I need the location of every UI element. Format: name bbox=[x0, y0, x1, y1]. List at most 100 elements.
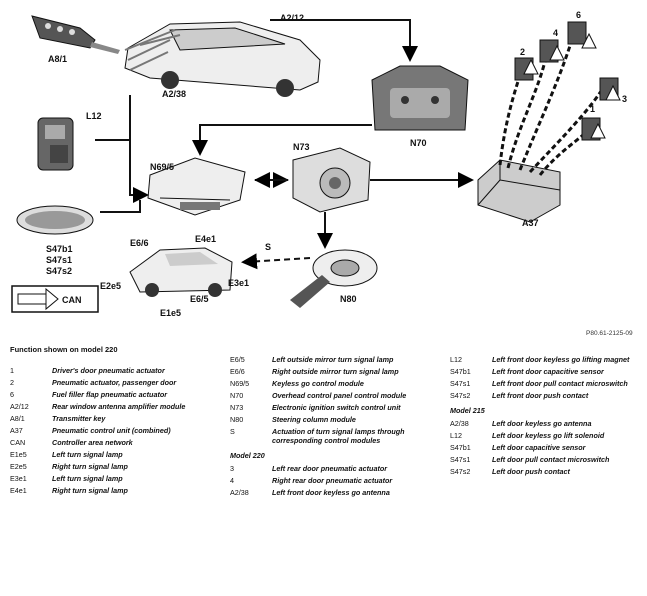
label-a37: A37 bbox=[522, 218, 539, 228]
legend-row: E6/5 Left outside mirror turn signal lamp bbox=[230, 355, 440, 364]
legend-description: Left door keyless go lift solenoid bbox=[492, 431, 605, 440]
label-4: 4 bbox=[553, 28, 558, 38]
label-a8-1: A8/1 bbox=[48, 54, 67, 64]
label-s: S bbox=[265, 242, 271, 252]
legend-row: CAN Controller area network bbox=[10, 438, 220, 447]
label-n80: N80 bbox=[340, 294, 357, 304]
can-legend-box bbox=[11, 285, 99, 313]
legend-row: A37 Pneumatic control unit (combined) bbox=[10, 426, 220, 435]
legend-code: E6/6 bbox=[230, 367, 245, 376]
legend-code: E4e1 bbox=[10, 486, 27, 495]
system-diagram: A8/1 A2/12 A2/38 L12 N69/5 N73 N70 A37 S… bbox=[11, 10, 627, 318]
label-s47s2: S47s2 bbox=[46, 266, 72, 276]
legend-description: Left outside mirror turn signal lamp bbox=[272, 355, 394, 364]
legend-description: Controller area network bbox=[52, 438, 133, 447]
legend-title: Function shown on model 220 bbox=[10, 345, 118, 354]
legend-description: Left rear door pneumatic actuator bbox=[272, 464, 388, 473]
legend-description: Right turn signal lamp bbox=[52, 486, 128, 495]
label-a2-38: A2/38 bbox=[162, 89, 186, 99]
legend-description: Driver's door pneumatic actuator bbox=[52, 366, 165, 375]
steering-column-icon bbox=[290, 249, 378, 308]
legend-row: 6 Fuel filler flap pneumatic actuator bbox=[10, 390, 220, 399]
label-n69-5: N69/5 bbox=[150, 162, 174, 172]
legend-code: E2e5 bbox=[10, 462, 27, 471]
legend-section-model-220: Model 220 bbox=[230, 451, 265, 460]
legend-description: Actuation of turn signal lamps through c… bbox=[272, 427, 405, 445]
legend-description: Left door push contact bbox=[492, 467, 570, 476]
legend-description: Rear window antenna amplifier module bbox=[52, 402, 186, 411]
signal-lines bbox=[95, 19, 474, 270]
car-icon bbox=[124, 21, 321, 97]
label-e1e5: E1e5 bbox=[160, 308, 181, 318]
legend-code: S47s1 bbox=[450, 455, 471, 464]
label-e4e1: E4e1 bbox=[195, 234, 216, 244]
overhead-panel-icon bbox=[371, 65, 469, 131]
legend-code: A2/38 bbox=[450, 419, 469, 428]
label-s47s1: S47s1 bbox=[46, 255, 72, 265]
legend-code: CAN bbox=[10, 438, 26, 447]
legend-description: Left front door pull contact microswitch bbox=[492, 379, 628, 388]
legend-description: Left door capacitive sensor bbox=[492, 443, 586, 452]
legend-row: S47b1 Left front door capacitive sensor bbox=[450, 367, 645, 376]
legend-code: S bbox=[230, 427, 235, 436]
legend-code: S47s1 bbox=[450, 379, 471, 388]
label-n70: N70 bbox=[410, 138, 427, 148]
legend-description: Transmitter key bbox=[52, 414, 106, 423]
legend-description: Overhead control panel control module bbox=[272, 391, 407, 400]
reference-number: P80.61-2125-09 bbox=[586, 330, 633, 337]
legend-code: S47s2 bbox=[450, 467, 471, 476]
car-lamps-icon bbox=[129, 247, 233, 297]
legend-description: Left front door push contact bbox=[492, 391, 589, 400]
legend-row: S47s2 Left front door push contact bbox=[450, 391, 645, 400]
legend-code: 3 bbox=[230, 464, 234, 473]
legend-description: Pneumatic control unit (combined) bbox=[52, 426, 171, 435]
legend-description: Fuel filler flap pneumatic actuator bbox=[52, 390, 168, 399]
label-e6-5: E6/5 bbox=[190, 294, 209, 304]
legend-row: S47s2 Left door push contact bbox=[450, 467, 645, 476]
legend-code: S47s2 bbox=[450, 391, 471, 400]
legend-code: A37 bbox=[10, 426, 23, 435]
legend-description: Left door pull contact microswitch bbox=[492, 455, 610, 464]
door-handle-icon bbox=[16, 205, 94, 235]
legend-code: 2 bbox=[10, 378, 14, 387]
legend-code: 1 bbox=[10, 366, 14, 375]
legend-row: S Actuation of turn signal lamps through … bbox=[230, 427, 440, 445]
legend-code: E1e5 bbox=[10, 450, 27, 459]
legend-description: Left front door keyless go antenna bbox=[272, 488, 390, 497]
legend-column-2: E6/5 Left outside mirror turn signal lamp… bbox=[230, 355, 440, 500]
legend-row: 3 Left rear door pneumatic actuator bbox=[230, 464, 440, 473]
legend-description: Left front door keyless go lifting magne… bbox=[492, 355, 630, 364]
legend-code: E6/5 bbox=[230, 355, 245, 364]
actuator-triangles bbox=[523, 32, 621, 139]
legend-code: 6 bbox=[10, 390, 14, 399]
legend-code: A8/1 bbox=[10, 414, 25, 423]
label-s47b1: S47b1 bbox=[46, 244, 73, 254]
legend-code: A2/38 bbox=[230, 488, 249, 497]
legend-row: S47s1 Left front door pull contact micros… bbox=[450, 379, 645, 388]
legend-description: Right turn signal lamp bbox=[52, 462, 128, 471]
ignition-switch-icon bbox=[292, 147, 371, 213]
legend-description: Pneumatic actuator, passenger door bbox=[52, 378, 177, 387]
legend-code: S47b1 bbox=[450, 367, 471, 376]
legend-description: Left front door capacitive sensor bbox=[492, 367, 604, 376]
label-l12: L12 bbox=[86, 111, 102, 121]
legend-code: L12 bbox=[450, 355, 462, 364]
legend-row: A8/1 Transmitter key bbox=[10, 414, 220, 423]
legend-row: S47s1 Left door pull contact microswitch bbox=[450, 455, 645, 464]
label-e2e5: E2e5 bbox=[100, 281, 121, 291]
legend-row: L12 Left front door keyless go lifting ma… bbox=[450, 355, 645, 364]
legend-description: Right rear door pneumatic actuator bbox=[272, 476, 393, 485]
label-2: 2 bbox=[520, 47, 525, 57]
legend-code: N69/5 bbox=[230, 379, 250, 388]
label-e6-6: E6/6 bbox=[130, 238, 149, 248]
legend-row: E4e1 Right turn signal lamp bbox=[10, 486, 220, 495]
lifting-magnet-icon bbox=[37, 117, 74, 171]
